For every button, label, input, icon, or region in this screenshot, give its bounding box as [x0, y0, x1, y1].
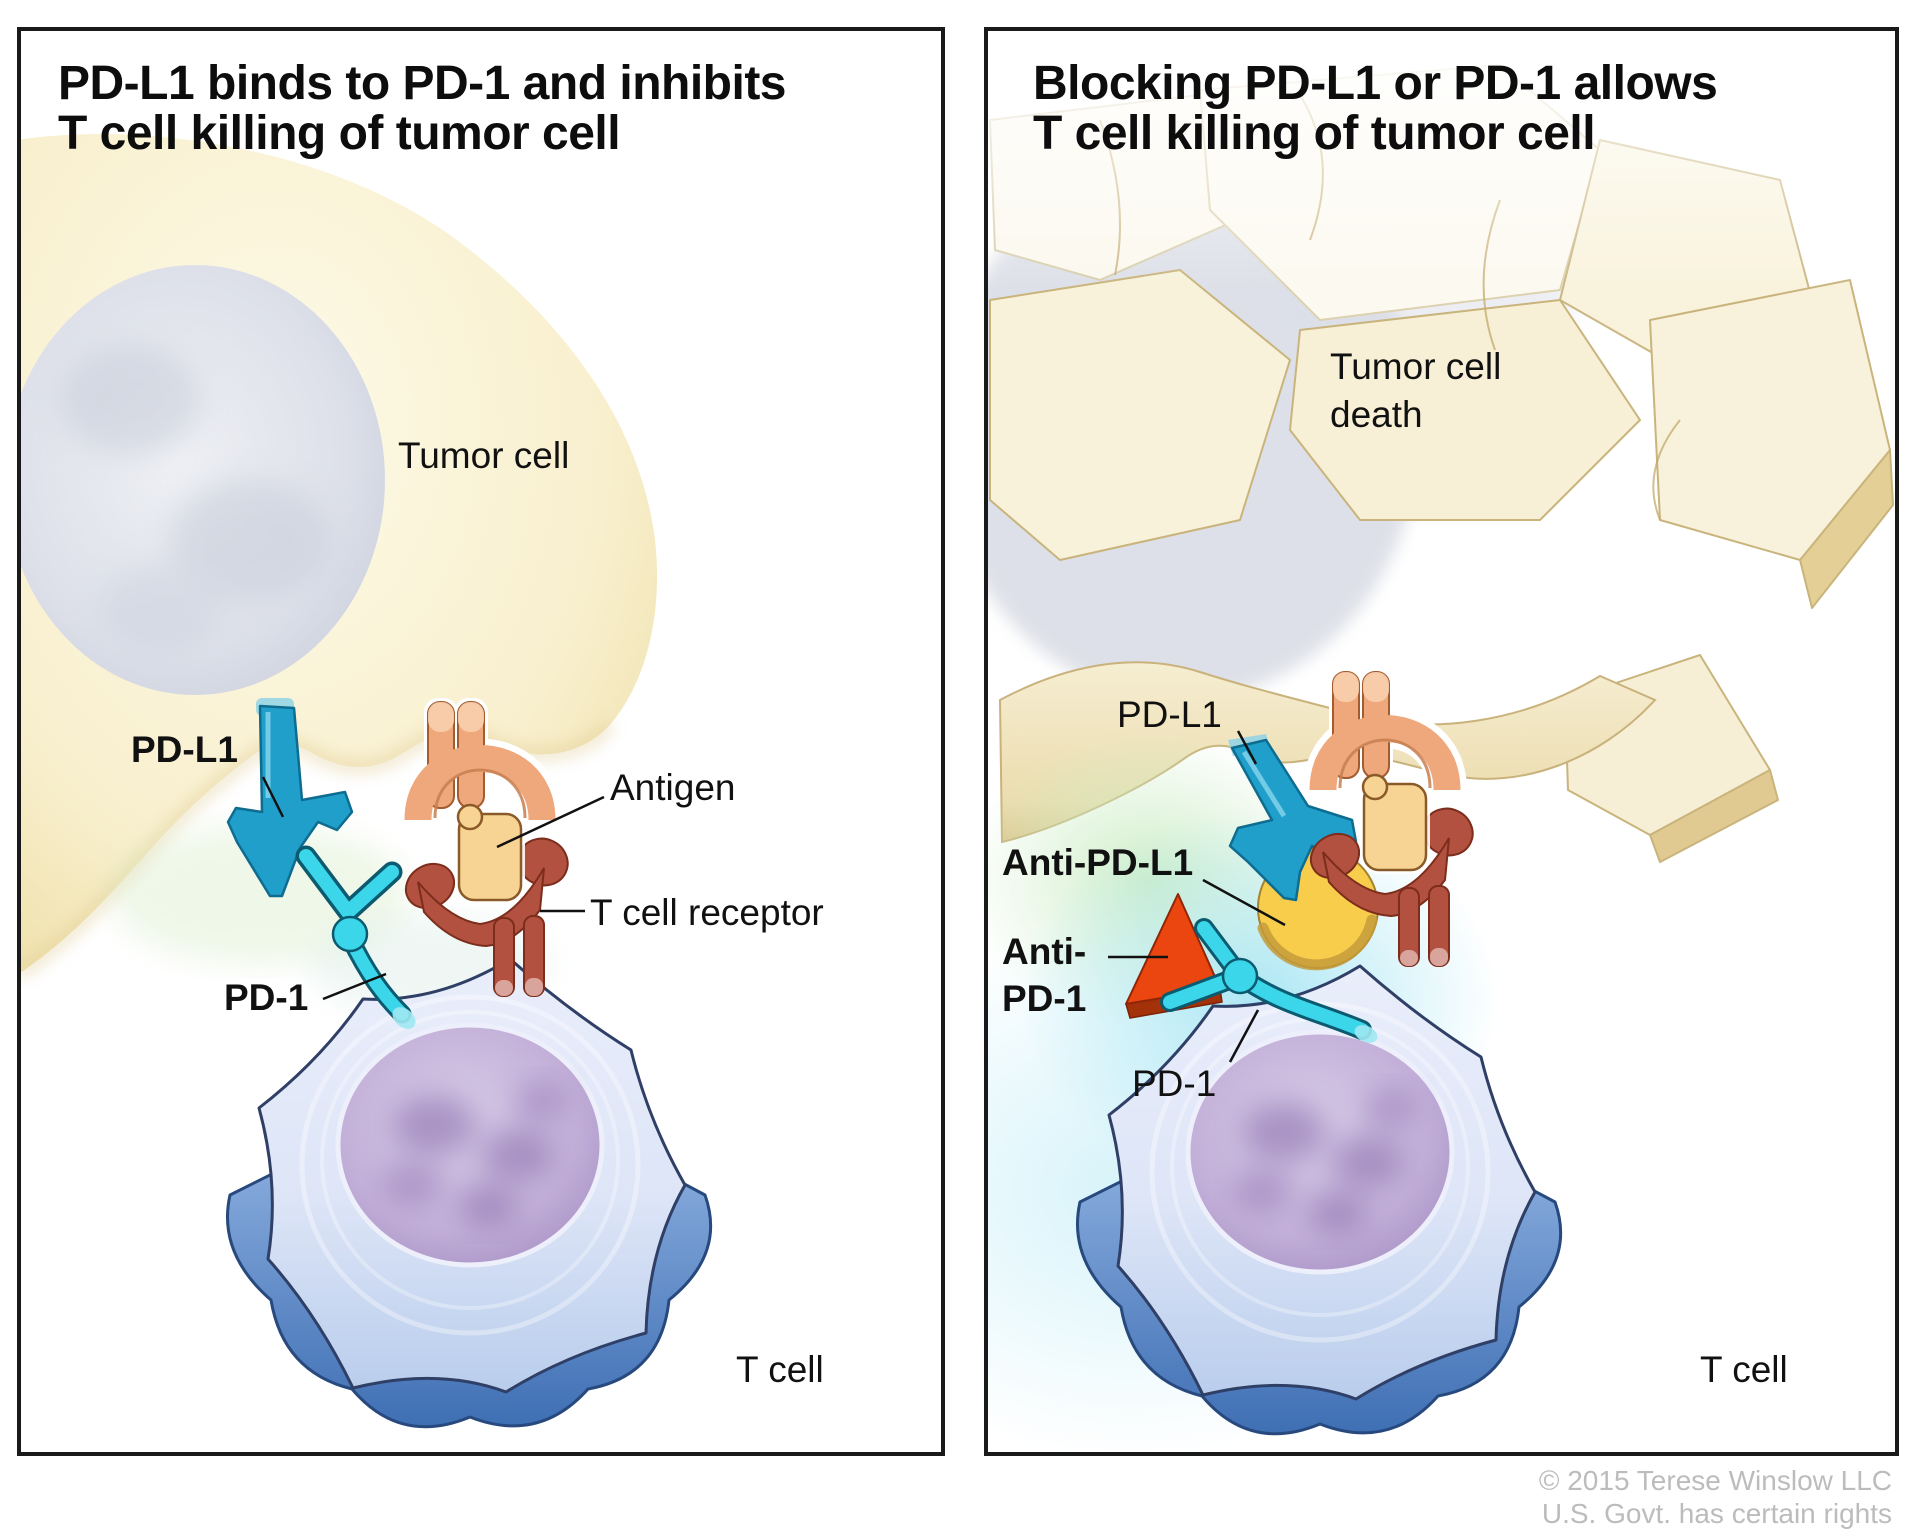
- panel-left-title-line1: PD-L1 binds to PD-1 and inhibits: [58, 57, 786, 110]
- panel-left-title-line2: T cell killing of tumor cell: [58, 107, 620, 160]
- label-pd-l1-right: PD-L1: [1117, 694, 1222, 735]
- label-tumor-cell: Tumor cell: [398, 435, 569, 476]
- pd-1-receptor-icon: [295, 845, 416, 1029]
- label-antigen: Antigen: [610, 767, 736, 808]
- label-anti-pd-l1: Anti-PD-L1: [1002, 842, 1193, 883]
- tumor-cell-icon: [21, 134, 658, 1015]
- label-tumor-cell-death-line1: Tumor cell: [1330, 346, 1501, 387]
- panel-right-illustration: [988, 31, 1895, 1452]
- pd-l1-ligand-icon-right: [1228, 734, 1358, 902]
- panel-right-title-line1: Blocking PD-L1 or PD-1 allows: [1033, 57, 1717, 110]
- panel-right-title-line2: T cell killing of tumor cell: [1033, 107, 1595, 160]
- label-tumor-cell-death-line2: death: [1330, 394, 1423, 435]
- tumor-cell-death-icon: [988, 31, 1895, 863]
- pd-1-receptor-icon-right: [1160, 918, 1378, 1043]
- copyright-notice: © 2015 Terese Winslow LLC U.S. Govt. has…: [1539, 1465, 1892, 1529]
- leader-lines-left: [261, 776, 605, 1001]
- label-anti-pd-1-line1: Anti-: [1002, 931, 1086, 972]
- label-t-cell-receptor: T cell receptor: [590, 892, 824, 933]
- panel-left-illustration: [21, 134, 711, 1427]
- leader-lines-right: [1108, 730, 1286, 1063]
- copyright-line2: U.S. Govt. has certain rights: [1542, 1498, 1892, 1529]
- label-t-cell: T cell: [736, 1349, 824, 1390]
- label-t-cell-right: T cell: [1700, 1349, 1788, 1390]
- panel-right-annotations: Blocking PD-L1 or PD-1 allows T cell kil…: [1002, 57, 1788, 1390]
- label-pd-1: PD-1: [224, 977, 308, 1018]
- label-pd-1-right: PD-1: [1132, 1063, 1216, 1104]
- label-pd-l1: PD-L1: [131, 729, 238, 770]
- label-anti-pd-1-line2: PD-1: [1002, 978, 1086, 1019]
- panel-left-annotations: PD-L1 binds to PD-1 and inhibits T cell …: [58, 57, 824, 1390]
- copyright-line1: © 2015 Terese Winslow LLC: [1539, 1465, 1892, 1496]
